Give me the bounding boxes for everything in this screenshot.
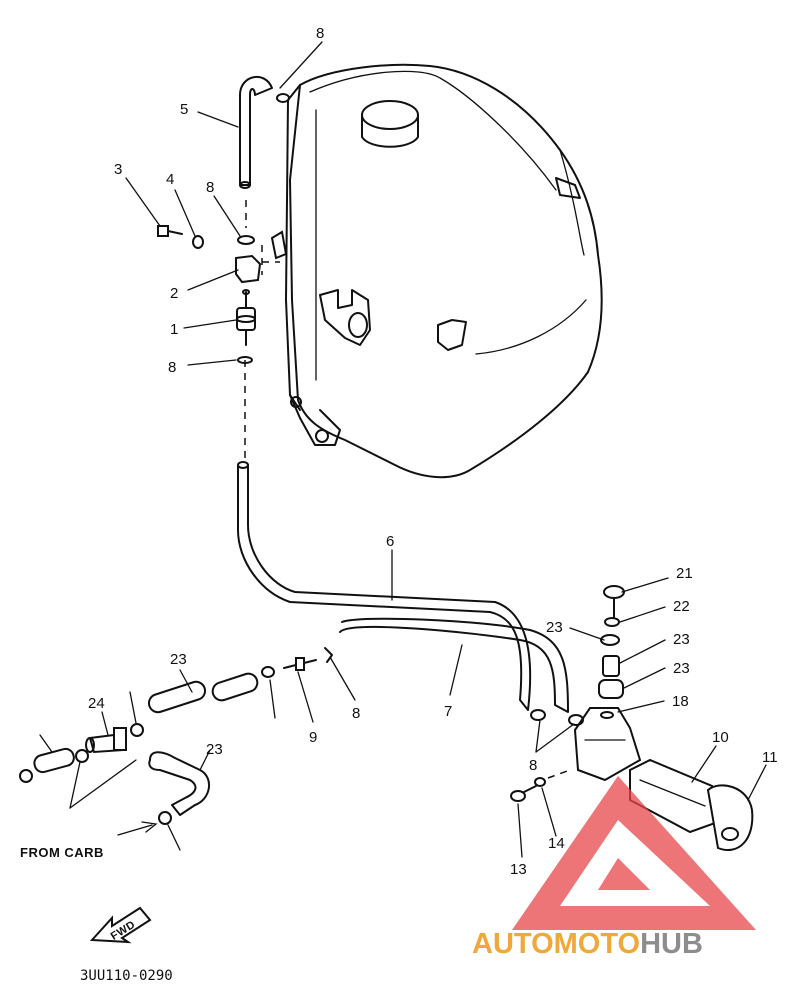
- washer-14: [534, 777, 546, 787]
- washer-4: [192, 235, 204, 249]
- fwd-arrow-icon: FWD: [89, 906, 152, 944]
- clip-23-c: [75, 749, 89, 763]
- tee-22: [85, 727, 127, 754]
- fitting-9: [283, 657, 317, 671]
- callout-9: 9: [309, 729, 317, 746]
- clip-23-d: [19, 769, 33, 783]
- callout-16: 22: [673, 598, 690, 615]
- callout-13: 13: [510, 861, 527, 878]
- bracket-12: [573, 707, 642, 782]
- clips-8-pump: [530, 709, 584, 726]
- callout-6: 6: [386, 533, 394, 550]
- callout-15: 21: [676, 565, 693, 582]
- clip-8-mid: [324, 647, 333, 663]
- callout-18: 23: [673, 660, 690, 677]
- callout-1: 1: [170, 321, 178, 338]
- cap-11: [706, 784, 754, 851]
- callout-5: 5: [180, 101, 188, 118]
- from-carb-label: FROM CARB: [20, 845, 104, 860]
- collar-19: [602, 655, 620, 677]
- part-code: 3UU110-0290: [80, 968, 173, 984]
- callout-2: 2: [170, 285, 178, 302]
- clip-23-b: [130, 723, 144, 737]
- clip-23-e: [158, 811, 172, 825]
- bracket-2: [235, 254, 262, 284]
- callout-20: 23: [206, 741, 223, 758]
- clip-8-upper: [237, 235, 255, 245]
- callout-17: 23: [546, 619, 563, 636]
- callout-8-upper: 8: [206, 179, 214, 196]
- callout-12: 18: [672, 693, 689, 710]
- hose-6: [237, 461, 532, 711]
- callout-8-lower: 8: [168, 359, 176, 376]
- callout-19: 23: [673, 631, 690, 648]
- bolt-15: [603, 585, 625, 619]
- clip-top: [276, 93, 290, 103]
- hose-20: [148, 751, 210, 816]
- hose-21: [147, 672, 259, 714]
- callout-11: 11: [762, 749, 778, 766]
- fuel-filter-1: [236, 289, 256, 346]
- callout-8-mid: 8: [352, 705, 360, 722]
- bolt-13: [510, 785, 537, 802]
- damper-18: [598, 679, 624, 699]
- leader-lines: [39, 41, 767, 858]
- bolt-3: [157, 225, 183, 237]
- callout-7: 7: [444, 703, 452, 720]
- watermark-logo-icon: [512, 776, 756, 930]
- hose-7: [339, 617, 569, 713]
- callout-14: 14: [548, 835, 565, 852]
- hose-24: [33, 747, 75, 774]
- callout-10: 10: [712, 729, 729, 746]
- callout-3: 3: [114, 161, 122, 178]
- fuel-tank: [285, 63, 603, 479]
- washer-17: [600, 634, 620, 646]
- callout-8-pump: 8: [529, 757, 537, 774]
- callout-8-top: 8: [316, 25, 324, 42]
- callout-22: 24: [88, 695, 105, 712]
- clip-23-a: [261, 666, 275, 678]
- washer-16: [604, 617, 620, 627]
- callout-21: 23: [170, 651, 187, 668]
- callout-numbers: 8 5 3 4 8 2 1 8 6 21 22 23 23 23 18 23 2…: [88, 25, 778, 878]
- tank-bracket: [270, 230, 288, 260]
- callout-4: 4: [166, 171, 174, 188]
- watermark-text: AUTOMOTOHUB: [472, 928, 703, 960]
- clip-8-lower: [237, 356, 253, 364]
- hose-5: [239, 75, 273, 189]
